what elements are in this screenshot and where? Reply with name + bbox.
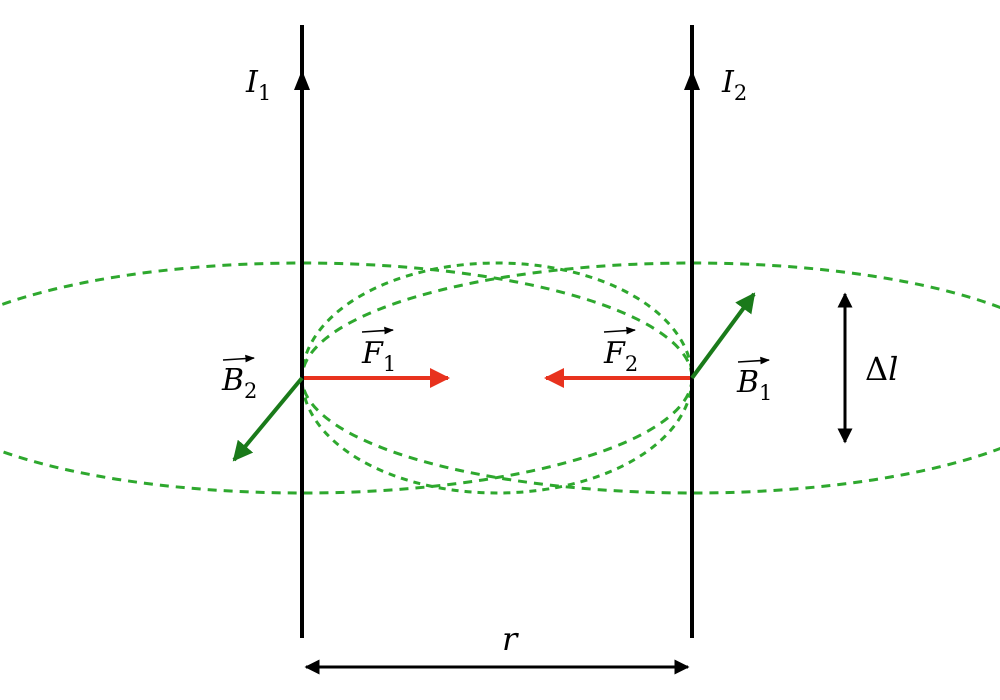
- field-2-vector-overarrow: [222, 354, 255, 363]
- field-2-label: B2: [221, 363, 257, 403]
- current-2-label: I2: [721, 65, 747, 105]
- force-1-vector-overarrow: [361, 326, 394, 335]
- force-1-label: F1: [361, 336, 396, 376]
- force-2-label: F2: [603, 336, 638, 376]
- field-1-label: B1: [736, 365, 772, 405]
- separation-label: r: [502, 620, 519, 658]
- force-2-vector-overarrow: [603, 326, 636, 335]
- field-1-vector-overarrow: [737, 356, 770, 365]
- field-2-arrow: [232, 376, 304, 462]
- current-1-label: I1: [245, 65, 271, 105]
- segment-length-label: Δl: [865, 350, 898, 388]
- current-arrow-wire-2: [684, 70, 700, 90]
- field-1-arrow: [690, 292, 756, 380]
- current-arrow-wire-1: [294, 70, 310, 90]
